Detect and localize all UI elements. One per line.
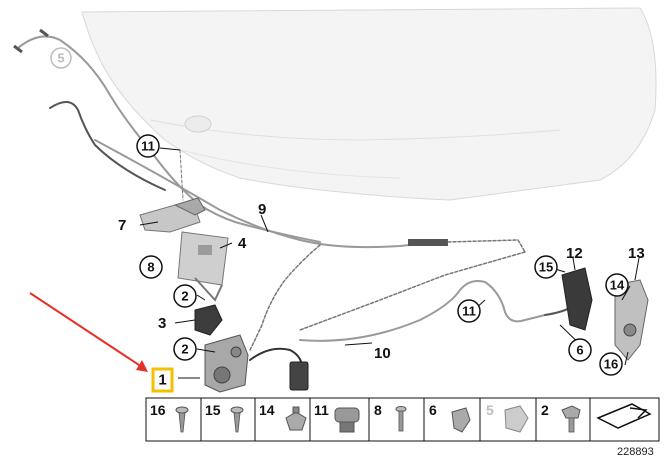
callout-16: 16 [599, 352, 623, 376]
svg-text:2: 2 [181, 342, 188, 357]
callout-6: 6 [568, 338, 592, 362]
cable-clip-icon [334, 407, 360, 433]
callout-11-right: 11 [457, 299, 481, 323]
callout-7: 7 [118, 217, 126, 234]
svg-text:14: 14 [610, 278, 625, 293]
svg-text:6: 6 [576, 343, 583, 358]
retainer-clip-icon [451, 407, 471, 433]
holder-clip-icon [504, 405, 529, 433]
cable-end-top [13, 28, 49, 54]
callout-14: 14 [605, 273, 629, 297]
legend-number-11: 11 [314, 402, 329, 418]
screw-icon [230, 406, 244, 433]
legend-number-14: 14 [259, 402, 275, 418]
bonnet [81, 7, 657, 201]
callout-1-highlighted: 1 [151, 367, 174, 393]
nut-icon [285, 406, 307, 431]
callout-11-top: 11 [136, 134, 160, 158]
svg-text:8: 8 [147, 260, 154, 275]
svg-text:11: 11 [141, 139, 155, 154]
callout-3: 3 [158, 315, 166, 332]
red-pointer-arrow [29, 292, 148, 372]
svg-text:11: 11 [462, 304, 476, 319]
callout-15: 15 [534, 255, 558, 279]
legend-number-5: 5 [486, 402, 494, 418]
cables [17, 35, 576, 366]
expanding-rivet-icon [395, 406, 407, 432]
svg-text:1: 1 [158, 372, 166, 389]
screw-icon [175, 406, 189, 433]
callout-2-lower: 2 [173, 337, 197, 361]
legend-number-2: 2 [541, 402, 549, 418]
callout-4: 4 [238, 235, 247, 252]
parts-legend: 16 15 14 11 8 6 [145, 397, 660, 442]
callout-12: 12 [566, 245, 583, 262]
direction-arrow-icon [596, 403, 652, 429]
release-lever-bracket [139, 197, 206, 233]
leader-lines [139, 147, 640, 379]
hood-lock-bracket [177, 231, 229, 302]
callout-8: 8 [139, 255, 163, 279]
hex-bolt-icon [561, 405, 581, 433]
legend-number-16: 16 [150, 402, 166, 418]
legend-number-15: 15 [205, 402, 221, 418]
hood-lock [204, 334, 309, 393]
svg-text:16: 16 [604, 357, 618, 372]
svg-text:2: 2 [181, 289, 188, 304]
callout-9: 9 [258, 201, 266, 218]
callout-10: 10 [374, 345, 391, 362]
document-number: 228893 [617, 446, 654, 458]
legend-number-6: 6 [429, 402, 437, 418]
secondary-catch [561, 267, 649, 361]
svg-text:5: 5 [57, 51, 64, 66]
svg-text:15: 15 [539, 260, 553, 275]
callout-2-upper: 2 [173, 284, 197, 308]
callout-13: 13 [628, 245, 645, 262]
callout-5: 5 [50, 47, 72, 69]
legend-number-8: 8 [374, 402, 382, 418]
buffer [194, 304, 223, 336]
